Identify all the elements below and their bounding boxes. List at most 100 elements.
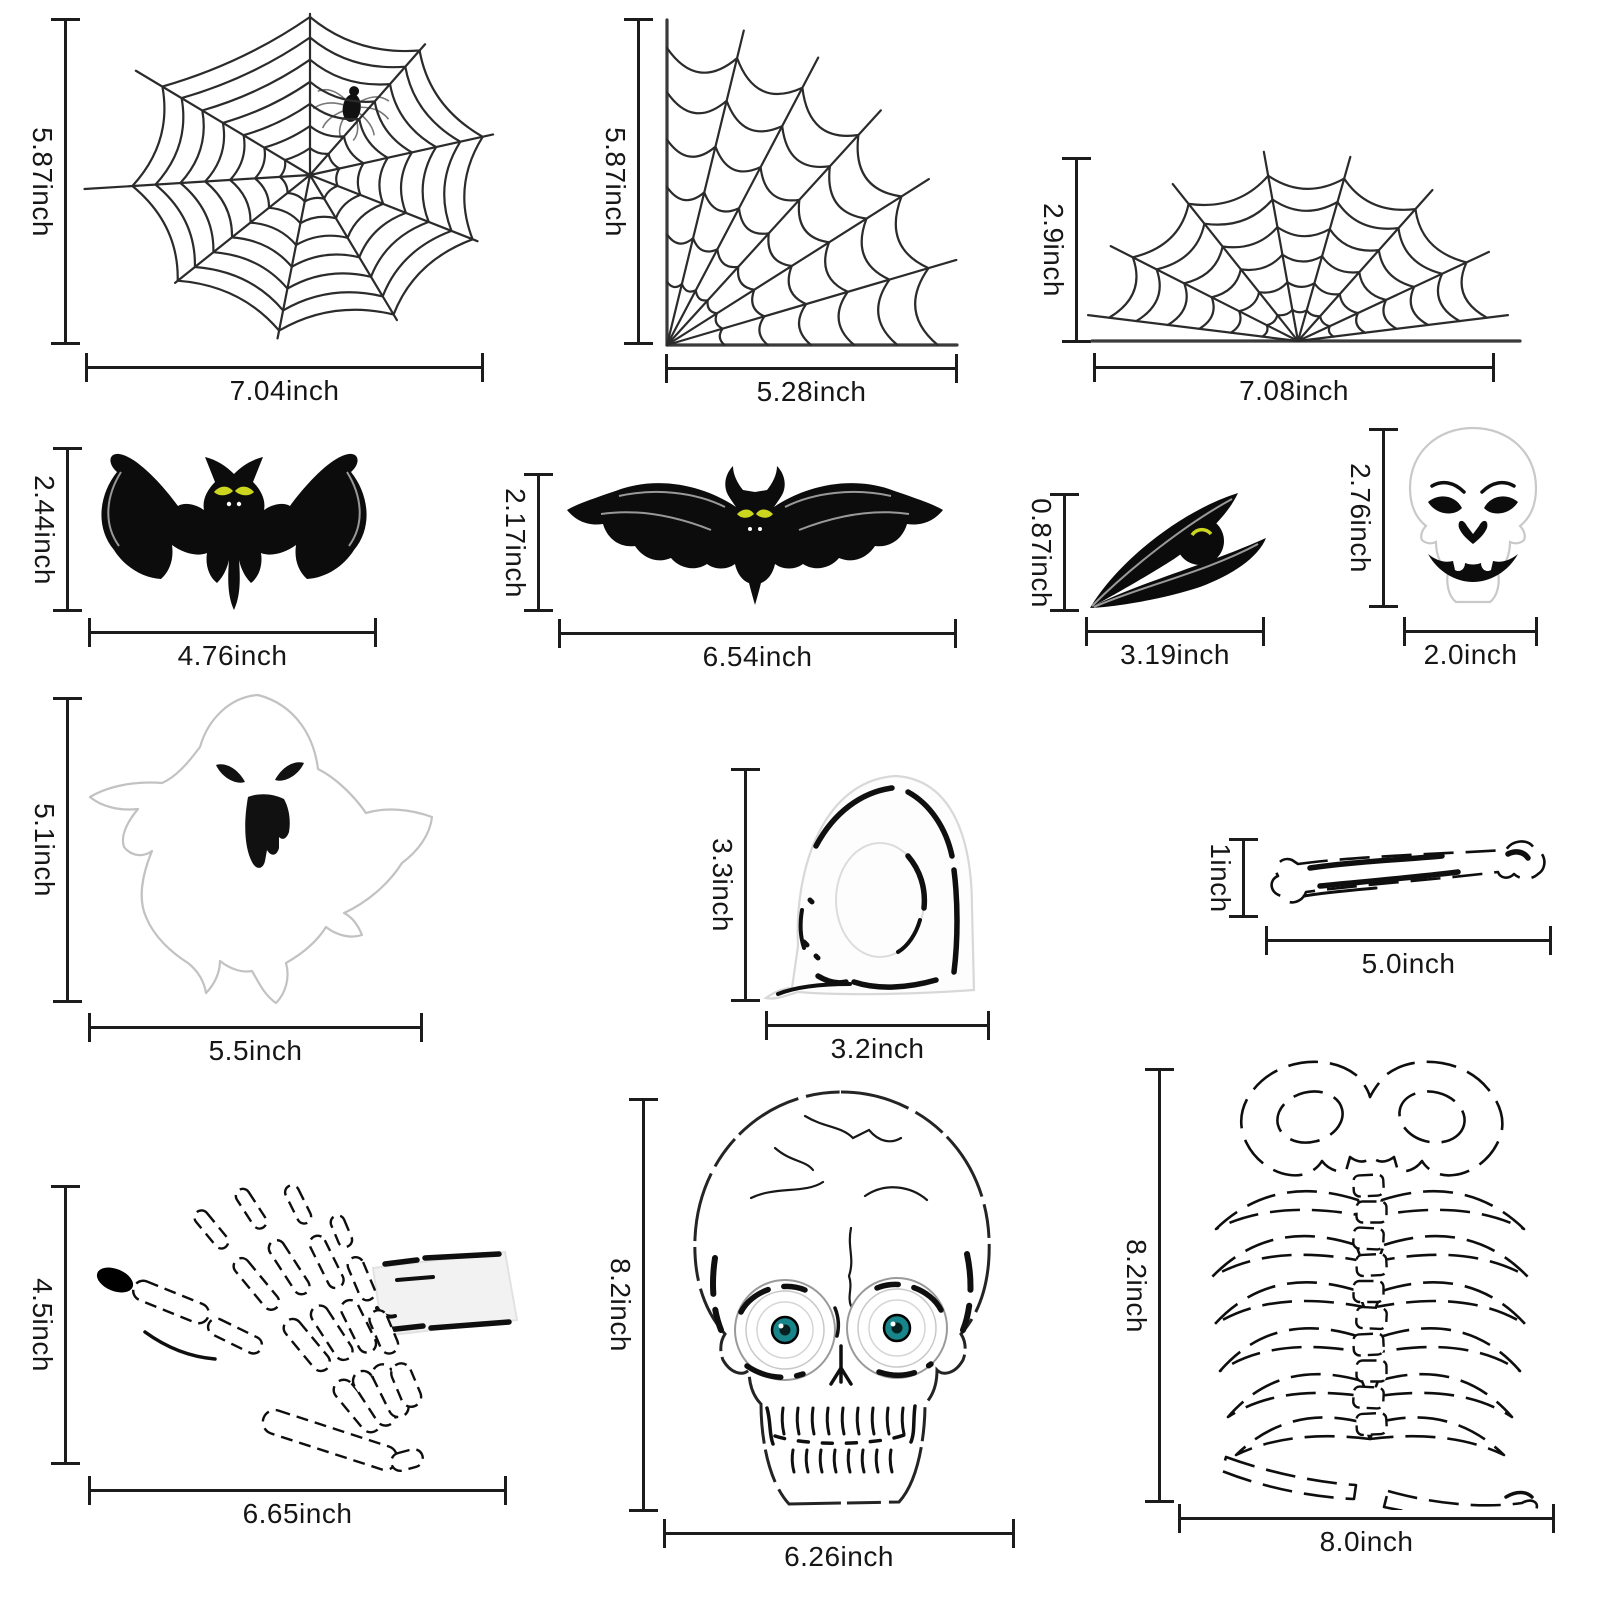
ribcage-width-line: 8.0inch — [1178, 1504, 1555, 1557]
bat-spread-width-label: 6.54inch — [702, 641, 813, 672]
bat-curved-width-label: 4.76inch — [177, 640, 288, 671]
web-spoke — [1262, 150, 1300, 343]
corner-spider-web-art — [665, 18, 959, 347]
web-spoke — [665, 56, 820, 347]
finger-segment — [390, 1362, 423, 1408]
tooth-mark — [855, 1406, 861, 1436]
web-ring — [278, 147, 341, 203]
vertebra — [1352, 1279, 1385, 1304]
finger-segment — [308, 1234, 345, 1290]
web-spoke — [665, 29, 745, 347]
ghost-art — [88, 693, 434, 1005]
round-web-height-label: 5.87inch — [27, 126, 58, 237]
web-spoke — [665, 258, 958, 347]
tooth-mark — [846, 1448, 852, 1474]
vertebra — [1355, 1359, 1388, 1383]
bottom-bone-right — [1382, 1489, 1539, 1510]
finger-segment — [193, 1209, 230, 1250]
web-ring — [1229, 281, 1367, 334]
bat-spread-height-label: 2.17inch — [500, 487, 531, 598]
finger-segment — [390, 1447, 424, 1473]
rib — [1368, 1416, 1506, 1457]
hand-height-label: 4.5inch — [27, 1278, 58, 1372]
round-spider-web-art — [83, 12, 495, 340]
tooth-mark — [860, 1448, 866, 1474]
vertebra — [1352, 1173, 1385, 1198]
web-spoke — [1171, 182, 1300, 343]
web-ring — [179, 58, 438, 290]
corner-web-height-line: 5.87inch — [600, 18, 653, 345]
rib — [1218, 1326, 1368, 1373]
bottom-bone-left — [1220, 1455, 1358, 1501]
web-ring — [1108, 174, 1488, 319]
ribcage-width-label: 8.0inch — [1319, 1526, 1414, 1557]
vertebra — [1352, 1226, 1385, 1251]
skull-width-line: 6.26inch — [663, 1519, 1015, 1572]
tooth-mark — [810, 1406, 816, 1436]
ribcage-height-line: 8.2inch — [1121, 1068, 1174, 1503]
half-web-width-line: 7.08inch — [1093, 353, 1495, 406]
round-web-width-label: 7.04inch — [229, 375, 340, 406]
bone-height-label: 1inch — [1205, 843, 1236, 913]
web-ring — [665, 280, 726, 347]
bat-curved-width-line: 4.76inch — [88, 618, 377, 671]
thumb-shadow — [96, 1267, 134, 1293]
web-ring — [1135, 198, 1461, 323]
tooth-mark — [804, 1448, 810, 1474]
ghost-width-line: 5.5inch — [88, 1013, 423, 1066]
bat-curved-height-line: 2.44inch — [29, 447, 82, 612]
bat-folded-height-line: 0.87inch — [1026, 493, 1079, 612]
pelvis-piece — [1240, 1060, 1504, 1177]
finger-segment — [131, 1279, 211, 1325]
vertebra — [1355, 1252, 1388, 1278]
skull-sticker-height-label: 2.76inch — [1345, 463, 1376, 573]
rib-cage-art — [1210, 1060, 1539, 1510]
tooth-mark — [790, 1448, 796, 1474]
round-web-width-line: 7.04inch — [85, 353, 484, 406]
bat-spread-height-line: 2.17inch — [500, 473, 553, 612]
web-ring — [204, 80, 413, 268]
bat-eyes — [214, 486, 254, 496]
bat-folded-wings-art — [1090, 493, 1266, 608]
finger-segment — [206, 1317, 264, 1355]
hand-height-line: 4.5inch — [27, 1185, 80, 1465]
finger-segment — [329, 1214, 354, 1249]
bone-art — [1270, 840, 1546, 904]
tombstone-width-line: 3.2inch — [765, 1011, 990, 1064]
web-ring — [1198, 253, 1398, 330]
web-ring — [154, 36, 462, 312]
eye-sockets — [734, 1277, 948, 1381]
rib — [1376, 1234, 1530, 1279]
rib — [1374, 1280, 1528, 1327]
bat-folded-height-label: 0.87inch — [1026, 497, 1057, 608]
rib — [1214, 1189, 1366, 1231]
vertebra — [1355, 1305, 1388, 1331]
web-spoke — [665, 178, 930, 347]
bone-width-label: 5.0inch — [1361, 948, 1456, 979]
finger-segment — [267, 1238, 311, 1296]
bat-curved-height-label: 2.44inch — [29, 474, 60, 585]
web-ring — [229, 102, 389, 247]
ribcage-height-label: 8.2inch — [1121, 1238, 1152, 1333]
skull-sticker-width-line: 2.0inch — [1403, 617, 1538, 670]
skull-art — [693, 1090, 991, 1506]
skull-height-line: 8.2inch — [605, 1098, 658, 1512]
tooth-mark — [874, 1448, 880, 1474]
tooth-mark — [780, 1406, 786, 1436]
tombstone-art — [763, 774, 976, 1000]
vertebra — [1355, 1200, 1388, 1224]
half-web-height-label: 2.9inch — [1038, 203, 1069, 297]
rib — [1226, 1372, 1370, 1419]
tooth-mark — [885, 1406, 891, 1436]
web-spoke — [1109, 245, 1300, 343]
ghost-face — [216, 762, 304, 868]
corner-web-width-label: 5.28inch — [756, 376, 867, 407]
bat-eyes — [737, 509, 773, 518]
vertebra — [1352, 1385, 1385, 1410]
bat-folded-width-label: 3.19inch — [1120, 639, 1230, 670]
ghost-height-label: 5.1inch — [29, 803, 60, 897]
web-spoke — [1296, 188, 1434, 343]
web-spoke — [308, 133, 495, 177]
web-spoke — [83, 173, 312, 191]
bat-spread-wings-art — [567, 466, 943, 605]
